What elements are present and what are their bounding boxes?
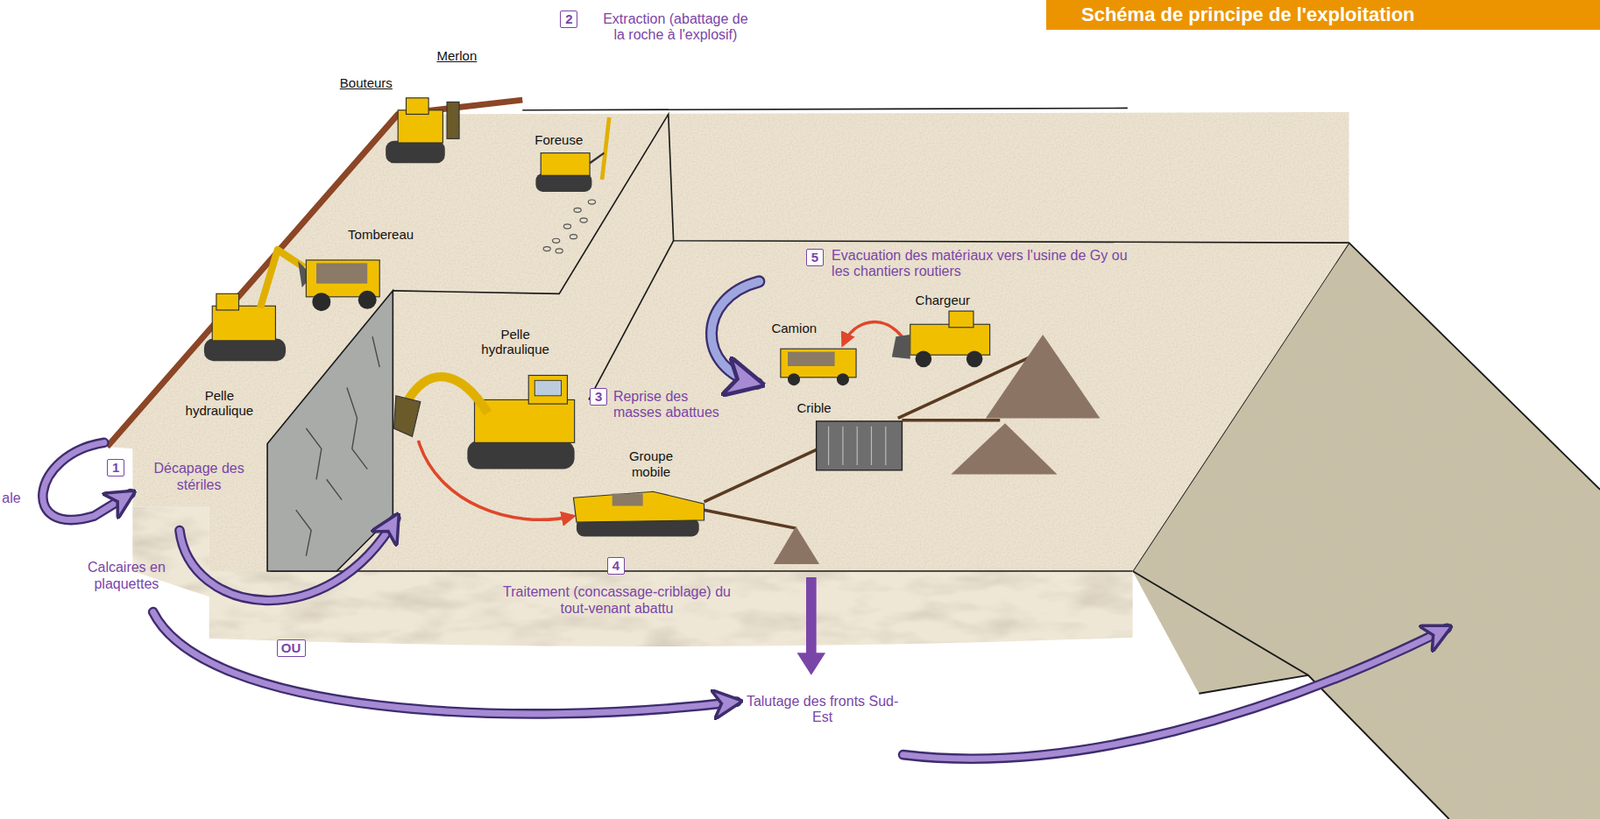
node-text: 2 [565,11,573,27]
excavator-figure [204,249,312,362]
excavator-figure [394,375,575,469]
node-text: 1 [112,460,120,475]
truck-figure [780,348,857,386]
rock-face [267,290,393,572]
step-number-box: 4 [607,557,625,575]
step-text: Décapage des stériles [138,460,259,494]
title-band: Schéma de principe de l'exploitation [1046,0,1600,30]
part-label: Crible [797,400,832,416]
part-label: Camion [771,320,817,336]
note-label: Calcaires en plaquettes [79,559,174,593]
cut-label: ale [1,490,21,507]
node-text: 4 [612,558,620,574]
drill-rig-figure [535,117,609,192]
step-number-box: 1 [106,459,125,477]
node-text: 5 [811,249,819,265]
part-label: Tombereau [347,226,414,242]
transfer-curve [417,440,574,520]
dump-truck-figure [305,260,380,312]
part-label: Foreuse [534,132,583,148]
part-label: Merlon [436,48,477,64]
node-text: 3 [594,389,602,404]
step-number-box: 3 [589,388,608,406]
part-label: Pelle hydraulique [175,388,263,419]
flow-arrow [42,281,1447,759]
title-text: Schéma de principe de l'exploitation [1046,0,1600,30]
part-label: Chargeur [915,292,971,308]
merlon-bank [106,99,523,447]
node-text: OU [281,640,302,656]
part-label: Pelle hydraulique [471,326,560,358]
step-number-box: 2 [559,10,578,29]
step-text: Evacuation des matériaux vers l'usine de… [831,247,1142,281]
blast-holes [543,199,595,254]
step-number-box: 5 [806,248,824,267]
note-label: Talutage des fronts Sud-Est [744,693,900,727]
step-text: Extraction (abattage de la roche à l'exp… [599,11,753,44]
step-text: Traitement (concassage-criblage) du tout… [502,584,732,617]
part-label: Groupe mobile [612,448,691,480]
dozer-figure [385,98,460,164]
part-label: Bouteurs [339,75,393,91]
choice-box: OU [276,639,306,658]
screen-figure [816,421,903,471]
crusher-figure [573,491,704,537]
transfer-curve [842,322,903,346]
down-arrow [797,577,827,676]
loader-figure [892,311,991,368]
quarry-floor [106,107,1349,572]
step-text: Reprise des masses abattues [613,389,737,422]
material-pile [773,334,1101,565]
